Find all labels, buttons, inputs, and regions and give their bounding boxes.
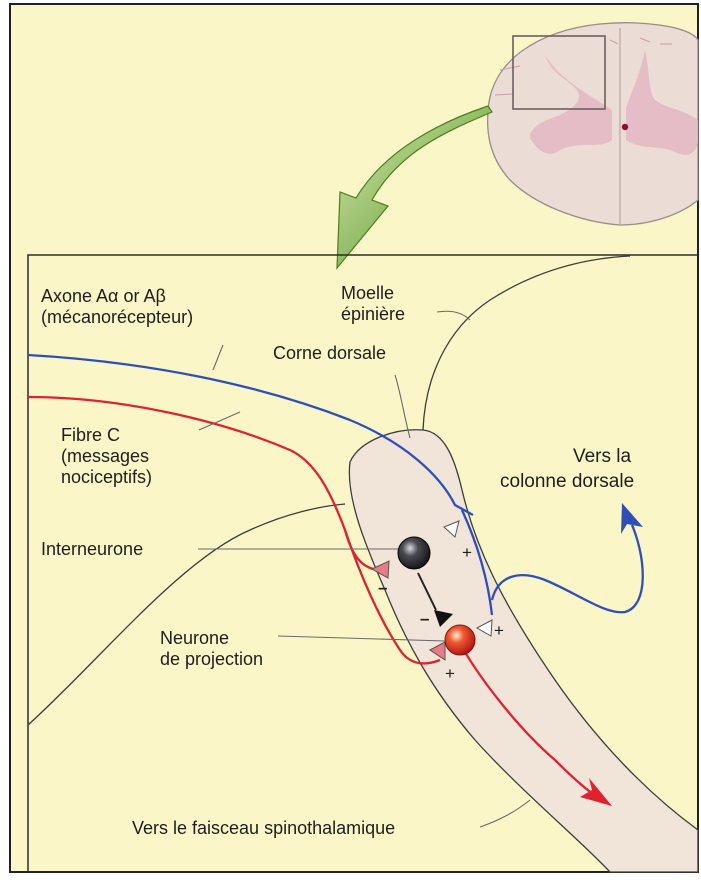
vers-colonne-label: Vers la <box>537 445 657 468</box>
moelle-label: Moelle épinière <box>341 283 405 325</box>
moelle-label-line1: Moelle <box>341 283 405 304</box>
axone-label: Axone Aα or Aβ (mécanorécepteur) <box>41 286 193 328</box>
fibre-c-line3: nociceptifs) <box>61 467 152 488</box>
vers-faisceau-text: Vers le faisceau spinothalamique <box>132 818 395 839</box>
axone-label-line1: Axone Aα or Aβ <box>41 286 193 307</box>
central-canal <box>622 124 628 130</box>
vers-faisceau-label: Vers le faisceau spinothalamique <box>132 818 395 839</box>
vers-colonne-label-2: colonne dorsale <box>500 470 634 493</box>
vers-colonne-line2: colonne dorsale <box>500 470 634 493</box>
corne-dorsale-text: Corne dorsale <box>273 343 386 364</box>
neurone-line1: Neurone <box>160 628 263 649</box>
projection-neuron-cell <box>445 625 475 655</box>
interneuron-cell <box>398 537 430 569</box>
sign-plus-interneuron: + <box>462 542 472 563</box>
neurone-label: Neurone de projection <box>160 628 263 670</box>
moelle-label-line2: épinière <box>341 304 405 325</box>
corne-dorsale-label: Corne dorsale <box>273 343 386 364</box>
sign-minus-interneuron: – <box>378 577 387 598</box>
sign-minus-projection: – <box>420 608 429 629</box>
interneurone-text: Interneurone <box>41 539 143 560</box>
axone-label-line2: (mécanorécepteur) <box>41 307 193 328</box>
fibre-c-line1: Fibre C <box>61 425 152 446</box>
sign-plus-projection-right: + <box>494 620 504 641</box>
fibre-c-label: Fibre C (messages nociceptifs) <box>61 425 152 488</box>
sign-plus-projection-bottom: + <box>445 663 455 684</box>
neurone-line2: de projection <box>160 649 263 670</box>
interneurone-label: Interneurone <box>41 539 143 560</box>
fibre-c-line2: (messages <box>61 446 152 467</box>
vers-colonne-line1: Vers la <box>547 445 657 468</box>
